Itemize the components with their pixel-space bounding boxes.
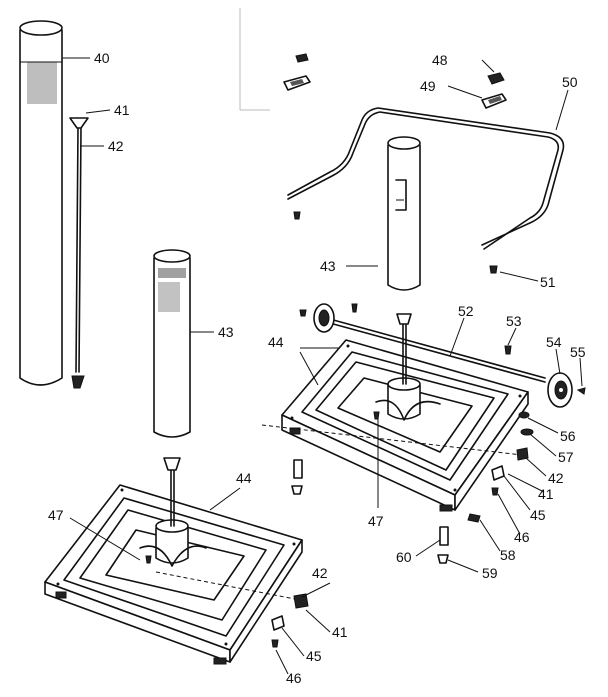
callout-51: 51 [540,274,556,290]
tube-part-43-left [153,249,191,438]
washer-part-57 [520,428,534,436]
callout-47-left: 47 [48,507,64,523]
leader-lines [62,57,583,675]
callout-57: 57 [558,449,574,465]
base-part-44-left [44,457,303,665]
screw-part-46-left [271,639,279,648]
callout-48: 48 [432,52,448,68]
callout-54: 54 [546,334,562,350]
callout-41-right: 41 [538,486,554,502]
callout-55: 55 [570,344,586,360]
pin-part-55 [576,387,586,395]
cap-part-45-right [491,465,505,481]
tube-part-43-right [387,136,421,291]
callout-41-bottom-left: 41 [332,624,348,640]
rod-through-left-base [155,571,309,609]
callout-44-left: 44 [236,470,252,486]
callout-labels: 40 41 42 43 43 44 44 47 47 42 41 45 46 4… [48,50,586,686]
callout-44-right: 44 [268,334,284,350]
screw-under-handle-left [293,211,301,220]
feet-left-of-right-base [291,459,303,495]
callout-42-top: 42 [108,138,124,154]
callout-42-bottom-left: 42 [312,565,328,581]
wheel-part-54 [547,372,573,408]
callout-56: 56 [560,428,576,444]
callout-42-right: 42 [548,470,564,486]
callout-50: 50 [562,74,578,90]
rod-through-right-base [261,424,529,461]
axle-part-52 [325,317,546,383]
callout-52: 52 [458,303,474,319]
callout-46-right: 46 [514,529,530,545]
screw-part-46-right [491,487,499,496]
nut-top-left [283,53,311,91]
wheel-left-right-assembly [299,303,358,333]
washer-part-56 [518,411,530,419]
callout-53: 53 [506,313,522,329]
callout-40: 40 [94,50,110,66]
tube-part-40 [19,20,63,386]
callout-41-top: 41 [114,102,130,118]
callout-43-right: 43 [320,258,336,274]
callout-59: 59 [482,565,498,581]
cap-part-45-left [271,615,285,631]
callout-46-bottom-left: 46 [286,670,302,686]
bracket-part-49 [481,93,507,109]
screw-part-58 [467,513,481,523]
callout-45-right: 45 [530,507,546,523]
scan-border-artifact [239,8,270,111]
foot-part-59 [437,554,449,564]
callout-47-right: 47 [368,513,384,529]
callout-43-left: 43 [218,324,234,340]
base-part-44-right [281,313,529,512]
callout-60: 60 [396,549,412,565]
callout-49: 49 [420,78,436,94]
foot-part-60 [439,526,449,546]
handle-part-50 [287,107,565,250]
callout-58: 58 [500,547,516,563]
callout-45-bottom-left: 45 [306,648,322,664]
screw-part-51 [489,265,498,274]
nut-part-48 [487,72,505,85]
rod-part-42 [69,117,89,389]
screw-part-53 [504,345,512,355]
